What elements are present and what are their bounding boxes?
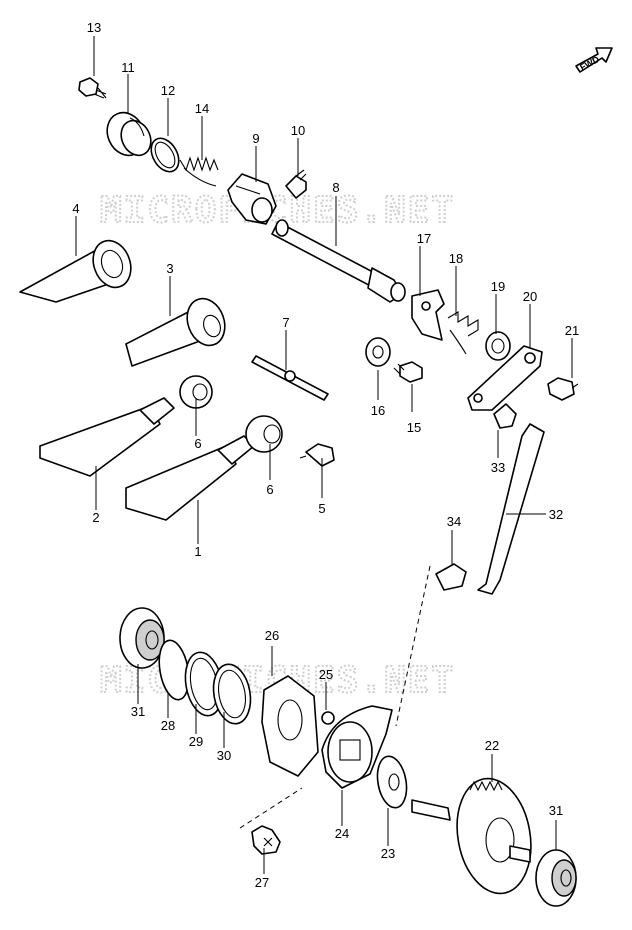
callout-4: 4	[72, 201, 79, 216]
callout-1: 1	[194, 544, 201, 559]
assembly-lines	[239, 565, 431, 829]
part-1-valve	[125, 435, 255, 521]
callout-28: 28	[161, 718, 175, 733]
part-20-lever	[467, 345, 543, 411]
callout-5: 5	[318, 501, 325, 516]
part-16-washer	[365, 337, 391, 367]
part-32-rod	[477, 423, 545, 595]
callout-16: 16	[371, 403, 385, 418]
part-3-valve	[125, 297, 226, 367]
callout-33: 33	[491, 460, 505, 475]
callout-19: 19	[491, 279, 505, 294]
part-17-bracket	[411, 289, 445, 341]
part-25-ball	[321, 711, 335, 725]
callout-labels: 13 11 12 14 9 10 8 4 3 7 17 18 19 20 21 …	[72, 20, 579, 890]
part-8-shaft	[271, 219, 406, 303]
part-10-screw	[285, 169, 307, 199]
callout-6-upper: 6	[194, 436, 201, 451]
part-19-collar	[485, 331, 511, 361]
callout-31-left: 31	[131, 704, 145, 719]
part-5-screw	[299, 443, 335, 467]
part-2-valve	[39, 397, 175, 477]
callout-10: 10	[291, 123, 305, 138]
callout-21: 21	[565, 323, 579, 338]
part-27-screw	[251, 825, 281, 855]
callout-30: 30	[217, 748, 231, 763]
callout-11: 11	[121, 60, 135, 75]
callout-34: 34	[447, 514, 461, 529]
part-13-bolt	[78, 77, 107, 99]
callout-15: 15	[407, 420, 421, 435]
part-14-spring	[179, 156, 219, 187]
callout-27: 27	[255, 875, 269, 890]
part-33-clip	[493, 403, 517, 429]
callout-14: 14	[195, 101, 209, 116]
part-15-screw	[393, 361, 423, 383]
callout-29: 29	[189, 734, 203, 749]
part-9-holder	[227, 173, 277, 225]
leader-lines	[75, 36, 573, 874]
part-21-bolt	[547, 377, 579, 401]
callout-17: 17	[417, 231, 431, 246]
part-11-cap	[106, 111, 152, 157]
callout-20: 20	[523, 289, 537, 304]
callout-25: 25	[319, 667, 333, 682]
part-7-pin	[251, 355, 329, 401]
callout-18: 18	[449, 251, 463, 266]
callout-9: 9	[252, 131, 259, 146]
fwd-arrow-icon: FWD	[575, 47, 613, 73]
callout-26: 26	[265, 628, 279, 643]
part-23-washer	[376, 755, 408, 809]
part-6-collar-upper	[179, 375, 213, 409]
callout-32: 32	[549, 507, 563, 522]
part-31-bearing-right	[535, 849, 577, 907]
part-31-bearing-left	[119, 607, 165, 669]
callout-7: 7	[282, 315, 289, 330]
part-30-ring	[212, 663, 252, 725]
callout-8: 8	[332, 180, 339, 195]
part-6-collar-lower	[245, 415, 283, 453]
callout-6-lower: 6	[266, 482, 273, 497]
callout-24: 24	[335, 826, 349, 841]
callout-3: 3	[166, 261, 173, 276]
part-34-clip	[435, 563, 467, 591]
part-22-gear	[411, 777, 532, 895]
part-18-spring	[447, 311, 479, 355]
part-26-plate	[261, 675, 319, 777]
callout-22: 22	[485, 738, 499, 753]
part-24-gear-plate	[321, 705, 393, 789]
part-12-oring	[150, 137, 180, 173]
callout-23: 23	[381, 846, 395, 861]
callout-12: 12	[161, 83, 175, 98]
callout-13: 13	[87, 20, 101, 35]
callout-31-right: 31	[549, 803, 563, 818]
part-4-valve	[19, 239, 132, 303]
callout-2: 2	[92, 510, 99, 525]
